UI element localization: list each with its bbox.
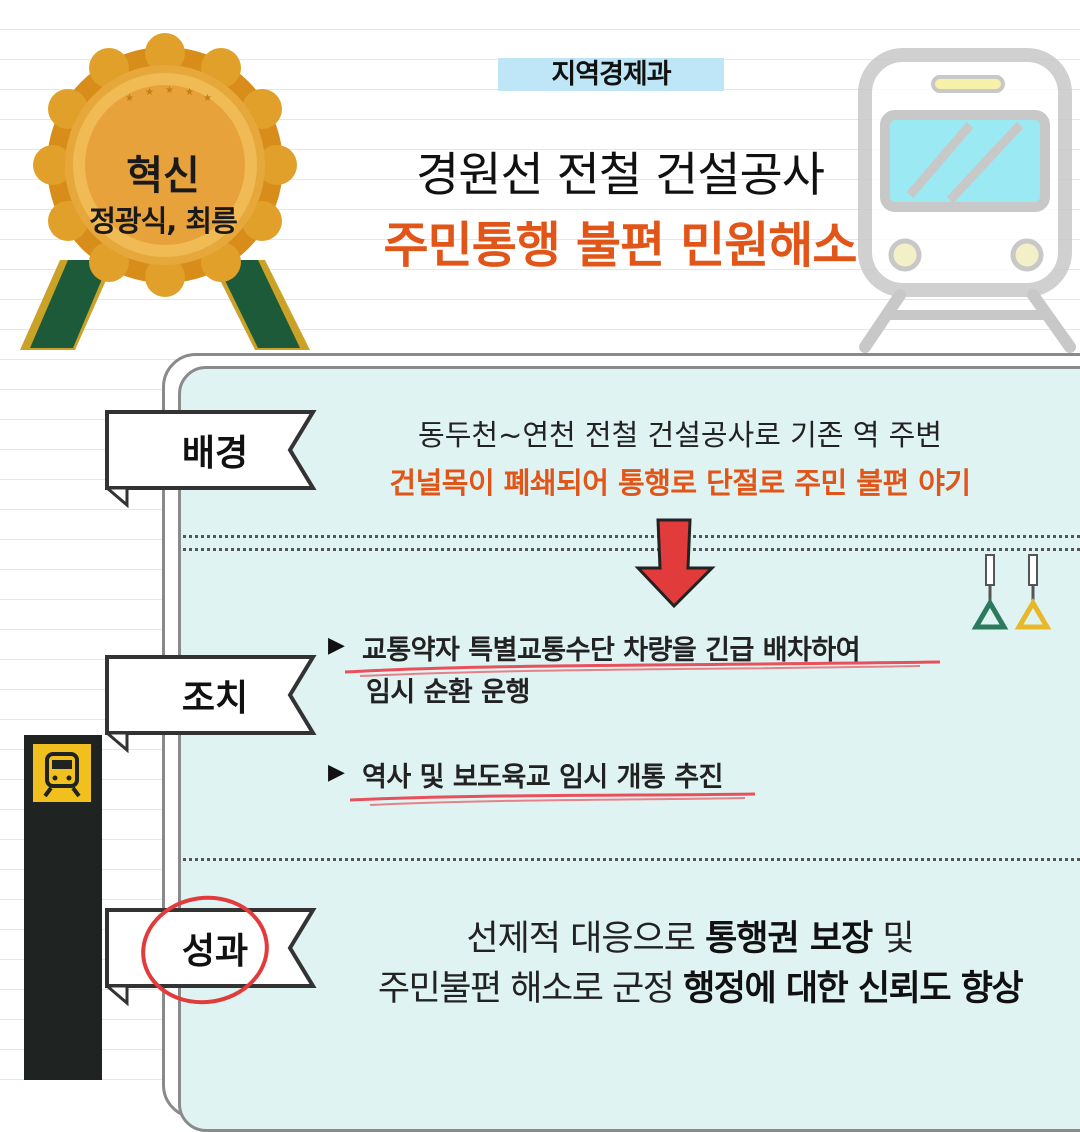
svg-text:★: ★ bbox=[125, 93, 134, 104]
svg-text:★: ★ bbox=[185, 87, 194, 98]
department-tag: 지역경제과 bbox=[498, 58, 724, 91]
svg-text:★: ★ bbox=[145, 87, 154, 98]
medal-badge: ★ ★ ★ ★ ★ 혁신 정광식, 최릉 bbox=[0, 30, 330, 360]
result-text-line1: 선제적 대응으로 통행권 보장 및 bbox=[466, 919, 914, 959]
dotted-divider bbox=[183, 548, 1080, 551]
action-item2: 역사 및 보도육교 임시 개통 추진 bbox=[362, 762, 723, 793]
bullet-triangle-icon: ▶ bbox=[328, 633, 345, 658]
underline-scribble bbox=[344, 660, 941, 677]
svg-text:★: ★ bbox=[203, 93, 212, 104]
result-label: 성과 bbox=[181, 931, 249, 972]
result-text-line2: 주민불편 해소로 군정 행정에 대한 신뢰도 향상 bbox=[377, 969, 1024, 1009]
highlight-circle bbox=[141, 895, 269, 1005]
badge-title: 혁신 bbox=[126, 153, 200, 199]
action-label: 조치 bbox=[181, 678, 249, 719]
dotted-divider bbox=[183, 535, 1080, 538]
page-title-line2: 주민통행 불편 민원해소 bbox=[383, 217, 858, 274]
label-ribbon-background: 배경 bbox=[105, 410, 320, 510]
department-label: 지역경제과 bbox=[551, 59, 671, 90]
train-icon bbox=[858, 48, 1076, 353]
dotted-divider bbox=[183, 858, 1080, 861]
background-text-line1: 동두천~연천 전철 건설공사로 기존 역 주변 bbox=[418, 418, 942, 452]
label-ribbon-action: 조치 bbox=[105, 655, 320, 755]
svg-text:★: ★ bbox=[165, 85, 174, 96]
train-sign-icon bbox=[33, 744, 91, 802]
action-item1-line2: 임시 순환 운행 bbox=[366, 677, 530, 708]
bullet-triangle-icon: ▶ bbox=[328, 760, 345, 785]
hand-strap-icon bbox=[971, 554, 1052, 630]
page-title-line1: 경원선 전철 건설공사 bbox=[415, 148, 825, 203]
badge-subtitle: 정광식, 최릉 bbox=[89, 204, 238, 238]
background-label: 배경 bbox=[181, 433, 249, 474]
action-item1-line1: 교통약자 특별교통수단 차량을 긴급 배차하여 bbox=[362, 635, 861, 666]
content-panel bbox=[178, 366, 1080, 1132]
down-arrow-icon bbox=[634, 518, 716, 609]
background-text-line2: 건널목이 폐쇄되어 통행로 단절로 주민 불편 야기 bbox=[389, 466, 971, 500]
underline-scribble bbox=[349, 792, 756, 806]
medal-icon: ★ ★ ★ ★ ★ bbox=[20, 33, 310, 350]
